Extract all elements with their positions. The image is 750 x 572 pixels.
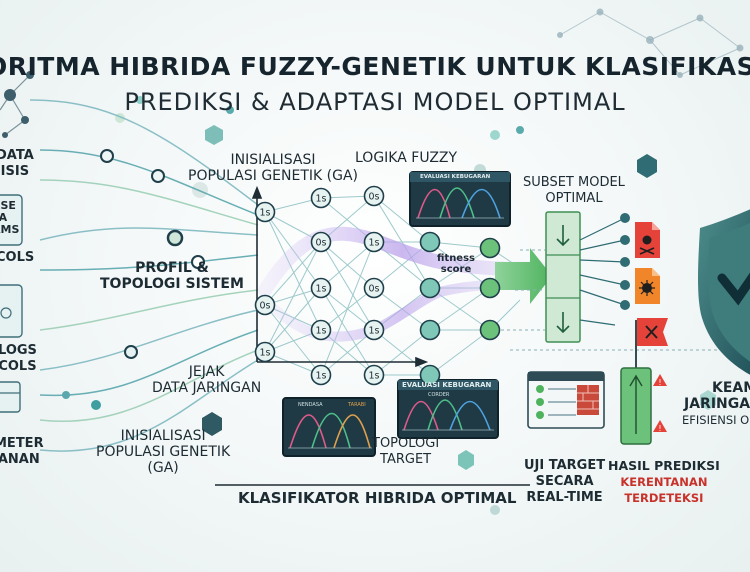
- label-hasil-prediksi: HASIL PREDIKSI KERENTANAN TERDETEKSI: [608, 458, 720, 505]
- input-label-streams: RSETAAMS: [0, 199, 20, 236]
- network-node: [363, 231, 385, 253]
- network-node: [310, 319, 332, 341]
- fitness-path-band: [258, 226, 547, 297]
- network-node-label: 1s: [260, 348, 271, 359]
- network-node-label: 1s: [369, 371, 380, 382]
- input-label-protocols: COLS: [0, 250, 35, 265]
- network-node: [310, 187, 332, 209]
- subset-nodes: [620, 213, 630, 310]
- network-node: [363, 185, 385, 207]
- network-node-label: 0s: [316, 238, 327, 249]
- input-flow-lines: [29, 99, 259, 452]
- diagram-subtitle: PREDIKSI & ADAPTASI MODEL OPTIMAL: [124, 88, 626, 116]
- network-node: [363, 277, 385, 299]
- network-hub-icon: [2, 71, 34, 138]
- network-node-label: 1s: [316, 371, 327, 382]
- panel-legend-right: TARABI: [348, 402, 366, 408]
- network-node: [419, 364, 441, 386]
- shield-icon: [698, 209, 750, 375]
- dashed-flow: [495, 249, 740, 351]
- prediction-result-column: ! !: [620, 367, 667, 445]
- network-node: [310, 277, 332, 299]
- label-klasifikator-hibrida: KLASIFIKATOR HIBRIDA OPTIMAL: [238, 489, 517, 507]
- network-node-label: 0s: [260, 301, 271, 312]
- red-flag-icon: [635, 318, 668, 372]
- network-node-label: 0s: [369, 192, 380, 203]
- label-profil-topologi: PROFIL &TOPOLOGI SISTEM: [100, 260, 244, 292]
- evaluation-panel-bottom: [397, 379, 499, 439]
- network-node: [419, 319, 441, 341]
- panel-title-top: EVALUASI KEBUGARAN: [420, 174, 491, 180]
- network-node: [479, 277, 501, 299]
- network-node-label: 1s: [316, 284, 327, 295]
- input-flow-nodes: [62, 96, 205, 410]
- network-node: [310, 364, 332, 386]
- network-node-label: 1s: [316, 326, 327, 337]
- hexagon-decor: [202, 412, 222, 436]
- network-node: [363, 364, 385, 386]
- hexagon-decor: [458, 450, 474, 470]
- panel-legend-left: NENDASA: [298, 402, 323, 408]
- diagram-title: ORITMA HIBRIDA FUZZY-GENETIK UNTUK KLASI…: [0, 52, 750, 81]
- network-node: [479, 319, 501, 341]
- network-nodes: 1s 0s 1s 1s 0s 1s 1s 1s 0s 1s 0s 1s 1s: [254, 185, 501, 386]
- network-node: [419, 231, 441, 253]
- network-node: [254, 294, 276, 316]
- svg-text:!: !: [658, 424, 661, 433]
- hexagon-decor: [205, 125, 223, 145]
- label-keamanan: KEAM JARINGA EFISIENSI O: [682, 380, 750, 427]
- network-node-label: 1s: [316, 194, 327, 205]
- hexagon-decor: [637, 154, 657, 178]
- skull-file-icon: [635, 222, 660, 258]
- svg-text:!: !: [658, 378, 661, 387]
- background-network-right: [559, 11, 741, 76]
- fuzzy-membership-panel: [282, 397, 376, 457]
- network-node: [254, 201, 276, 223]
- network-node: [419, 277, 441, 299]
- network-node-label: 1s: [369, 238, 380, 249]
- panel-title-bottom: EVALUASI KEBUGARAN: [402, 381, 492, 389]
- virus-file-icon: [635, 268, 660, 304]
- network-node: [363, 319, 385, 341]
- network-axes: [251, 185, 429, 368]
- realtime-test-window: [527, 371, 605, 429]
- network-node: [479, 237, 501, 259]
- output-arrow: [495, 248, 552, 304]
- hexagon-decor: [700, 390, 716, 410]
- network-node: [310, 231, 332, 253]
- network-node-label: 1s: [260, 208, 271, 219]
- label-logika-fuzzy: LOGIKA FUZZY: [355, 150, 458, 166]
- network-node: [254, 341, 276, 363]
- panel-legend-mid: CORDER: [428, 392, 450, 398]
- subset-connectors: [579, 217, 626, 326]
- network-node-label: 0s: [369, 284, 380, 295]
- evaluation-panel-top: [409, 171, 511, 227]
- subset-model-column: [545, 211, 581, 343]
- network-node-label: 1s: [369, 326, 380, 337]
